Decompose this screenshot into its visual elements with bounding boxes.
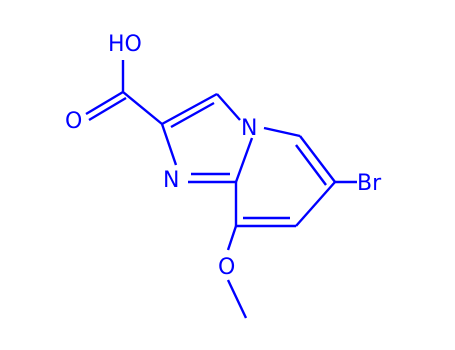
bond-layer <box>85 60 357 319</box>
bond-c5-c6 <box>299 135 336 183</box>
bond-n4-c5 <box>263 126 301 138</box>
atom-label-layer: HO O N N Br O <box>65 32 382 280</box>
bond-c8a-n4 <box>234 137 254 183</box>
hydroxyl-label: HO <box>108 32 142 57</box>
bond-c5-c6-inner <box>295 144 327 186</box>
bond-c6-c7 <box>295 181 336 227</box>
bond-c8-o <box>226 225 238 251</box>
bond-c2-c3 <box>161 92 218 126</box>
bond-c2-c3-inner <box>170 101 215 129</box>
carbonyl-oxygen-label: O <box>65 109 82 134</box>
bridgehead-nitrogen-label: N <box>241 116 257 141</box>
bond-c-o-double-b <box>88 96 127 122</box>
bond-c-o-double-a <box>85 90 124 116</box>
bond-o-ch3 <box>226 279 248 319</box>
bond-c2-n1 <box>160 123 178 166</box>
bond-carboxyl-c2 <box>122 91 163 125</box>
bromine-label: Br <box>357 171 382 196</box>
imine-nitrogen-label: N <box>163 168 179 193</box>
bond-c3-n4 <box>216 93 241 121</box>
methoxy-oxygen-label: O <box>218 255 235 280</box>
